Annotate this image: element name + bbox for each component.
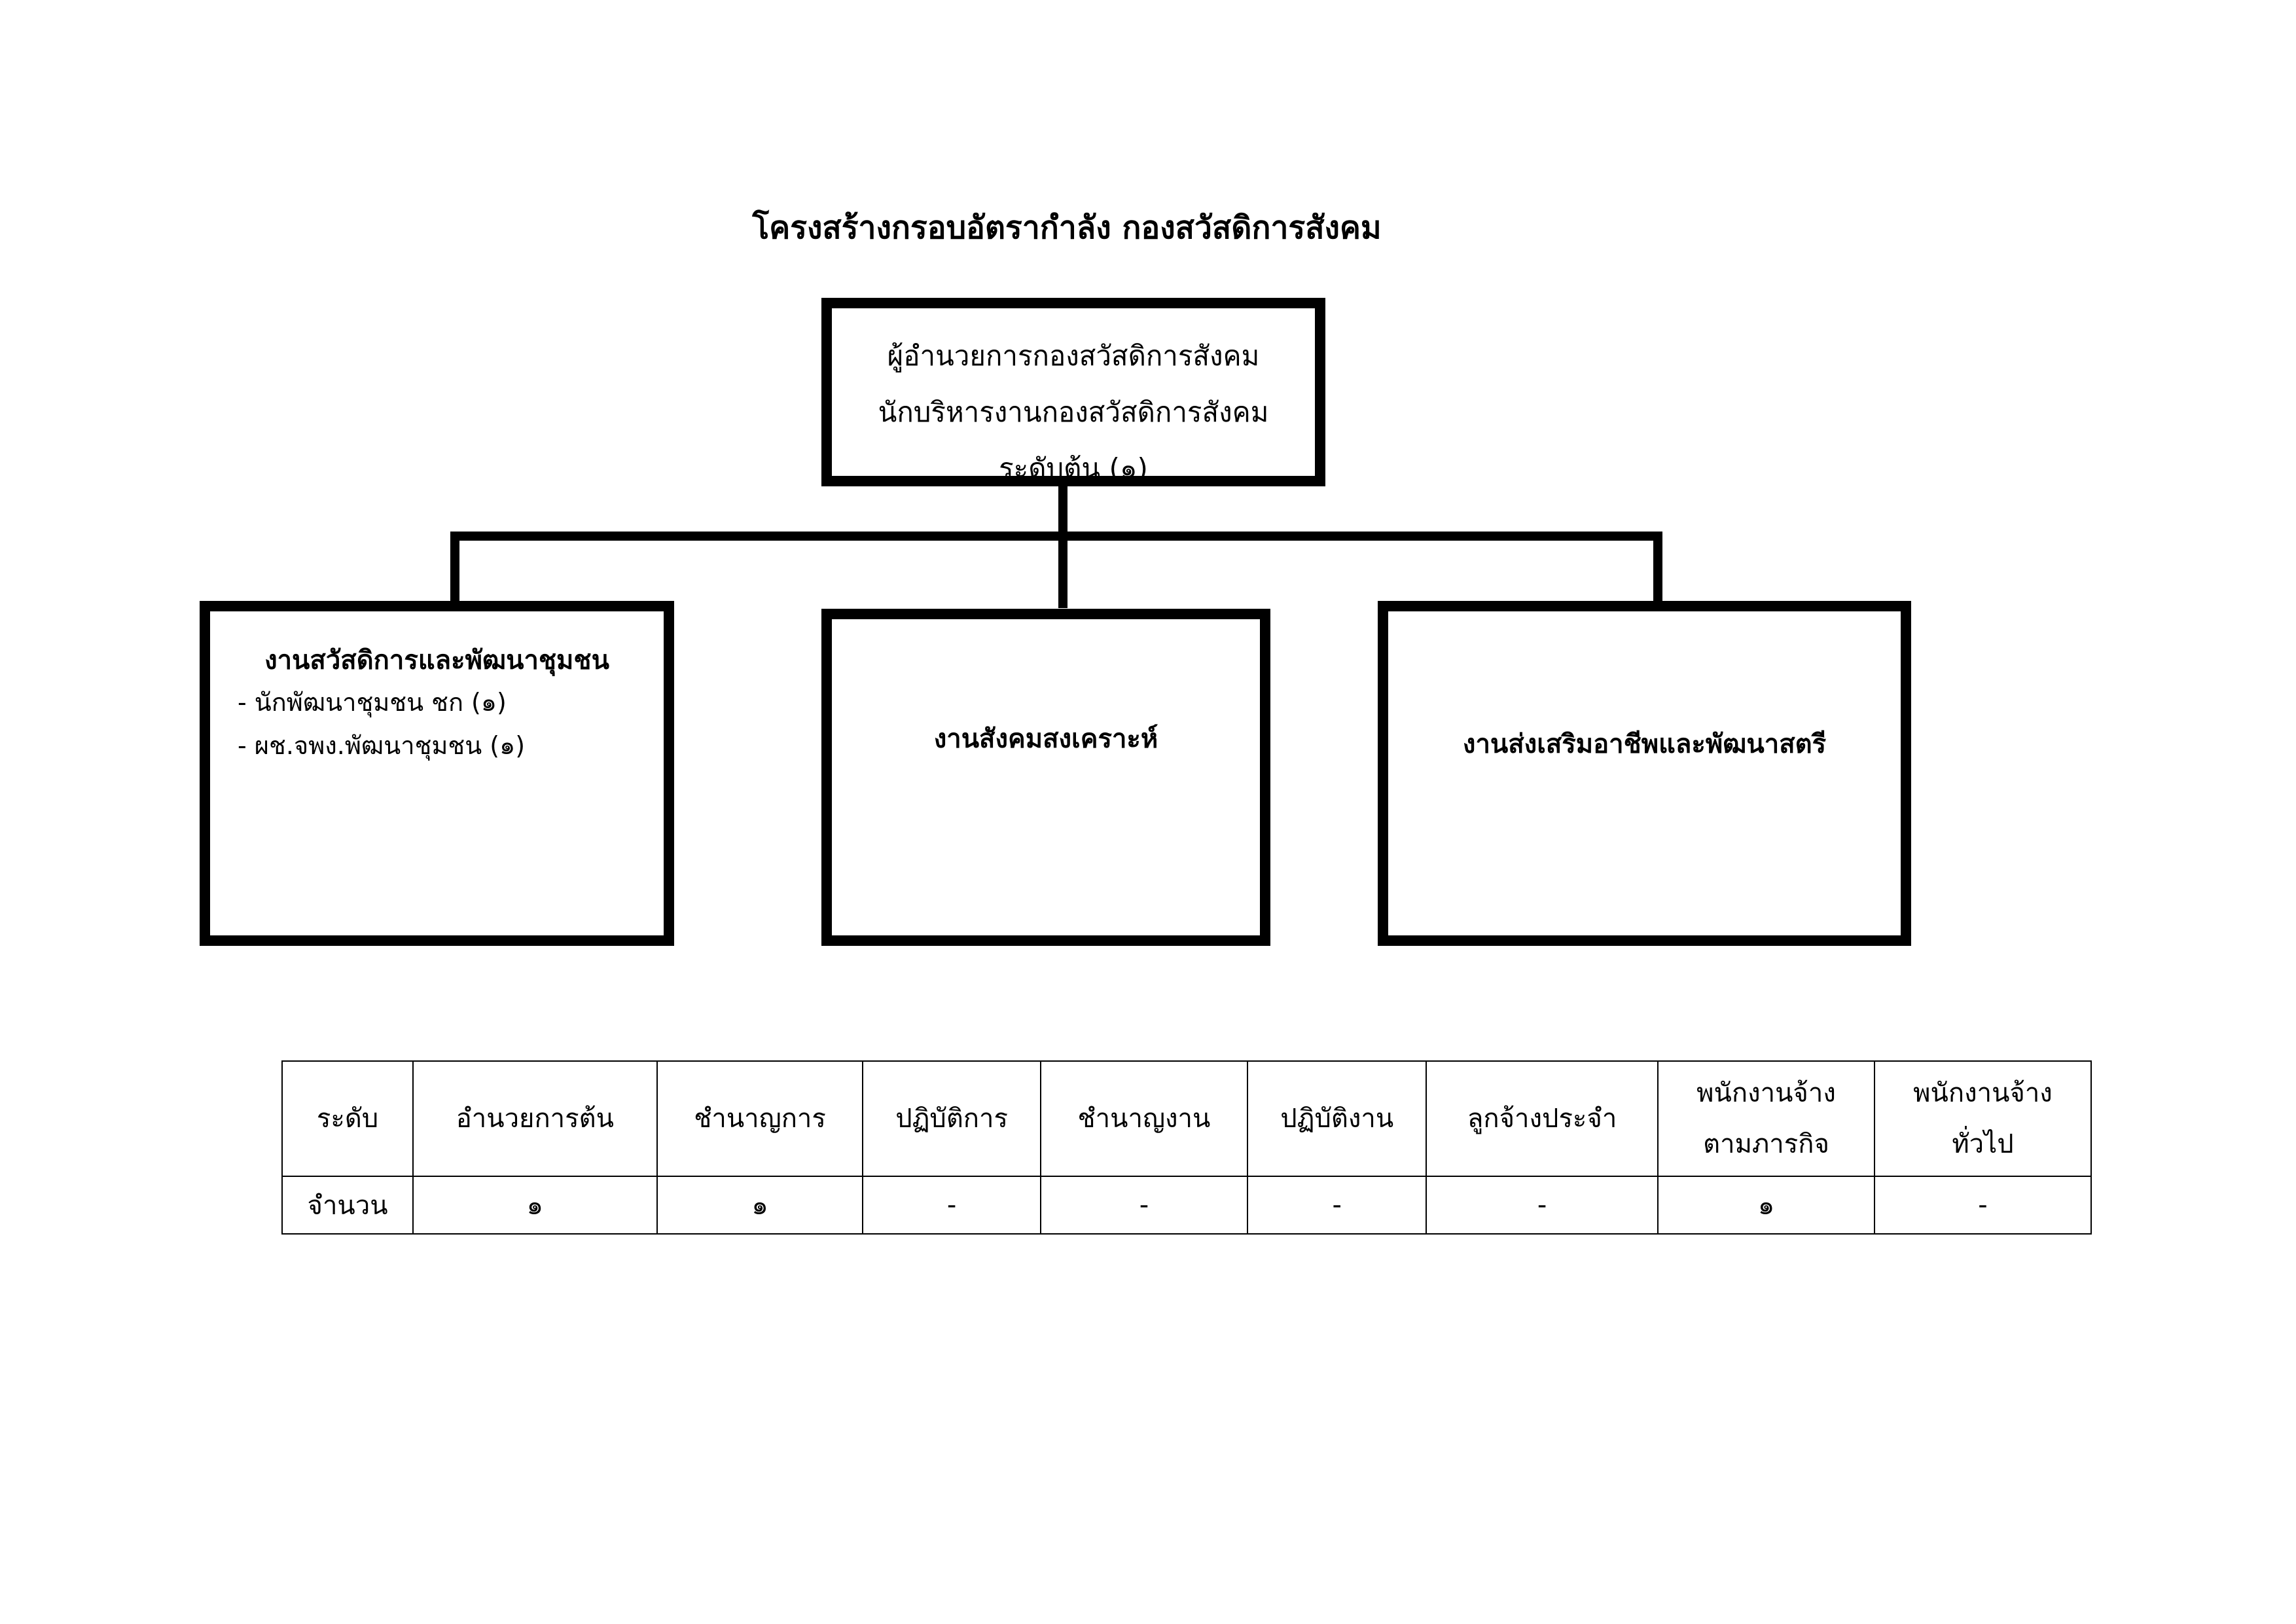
connector-vertical-top [1058, 486, 1067, 608]
table-header-cell: พนักงานจ้าง ตามภารกิจ [1657, 1060, 1875, 1177]
table-row: จำนวน ๑ ๑ - - - - ๑ - [281, 1176, 2092, 1235]
table-header-cell: ปฏิบัติงาน [1247, 1060, 1427, 1177]
unit-staff-item: - นักพัฒนาชุมชน ชก (๑) [238, 688, 507, 717]
table-cell: - [1873, 1176, 2092, 1235]
table-cell: - [862, 1176, 1041, 1235]
row-label-count: จำนวน [281, 1176, 414, 1235]
director-title-line: ผู้อำนวยการกองสวัสดิการสังคม [887, 340, 1260, 372]
table-cell: ๑ [1657, 1176, 1875, 1235]
unit-staff-item: - ผช.จพง.พัฒนาชุมชน (๑) [238, 731, 526, 760]
connector-horizontal [450, 532, 1662, 541]
director-position-line: นักบริหารงานกองสวัสดิการสังคม [878, 396, 1269, 428]
table-header-cell: ลูกจ้างประจำ [1426, 1060, 1659, 1177]
table-cell: ๑ [656, 1176, 864, 1235]
director-box: ผู้อำนวยการกองสวัสดิการสังคม นักบริหารงา… [821, 298, 1325, 486]
table-cell: - [1247, 1176, 1427, 1235]
unit-title: งานสวัสดิการและพัฒนาชุมชน [264, 645, 609, 676]
connector-left-drop [450, 532, 459, 609]
connector-right-drop [1653, 532, 1662, 609]
table-header-cell: ชำนาญการ [656, 1060, 864, 1177]
table-header-cell: พนักงานจ้าง ทั่วไป [1873, 1060, 2092, 1177]
table-header-cell: ชำนาญงาน [1039, 1060, 1249, 1177]
staffing-summary-table: ระดับ อำนวยการต้น ชำนาญการ ปฏิบัติการ ชำ… [281, 1060, 2092, 1235]
table-cell: - [1426, 1176, 1659, 1235]
unit-box-community-welfare: งานสวัสดิการและพัฒนาชุมชน - นักพัฒนาชุมช… [200, 601, 674, 946]
unit-title: งานสังคมสงเคราะห์ [933, 724, 1158, 754]
director-level-line: ระดับต้น (๑) [999, 452, 1148, 484]
table-cell: ๑ [412, 1176, 658, 1235]
page-title: โครงสร้างกรอบอัตรากำลัง กองสวัสดิการสังค… [752, 209, 1382, 246]
row-label-level: ระดับ [281, 1060, 414, 1177]
unit-box-career-promotion: งานส่งเสริมอาชีพและพัฒนาสตรี [1378, 601, 1911, 946]
unit-title: งานส่งเสริมอาชีพและพัฒนาสตรี [1462, 729, 1827, 759]
unit-box-social-work: งานสังคมสงเคราะห์ [821, 609, 1270, 946]
table-header-cell: อำนวยการต้น [412, 1060, 658, 1177]
table-header-row: ระดับ อำนวยการต้น ชำนาญการ ปฏิบัติการ ชำ… [281, 1060, 2092, 1177]
table-cell: - [1039, 1176, 1249, 1235]
table-header-cell: ปฏิบัติการ [862, 1060, 1041, 1177]
